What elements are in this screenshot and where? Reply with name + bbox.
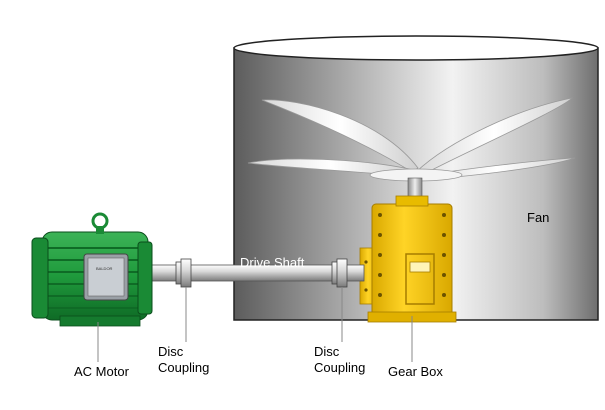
leader-lines [97,287,413,362]
drive-shaft-label: Drive Shaft [240,255,305,270]
gear-box-label: Gear Box [388,364,443,379]
disc-coupling-left-line1: Disc [158,344,184,359]
gear-box [359,195,457,323]
disc-coupling-right-line2: Coupling [314,360,366,375]
ac-motor: BALDOR [31,212,153,327]
disc-coupling-left-label: Disc Coupling [158,344,209,376]
motor-brand-label: BALDOR [96,266,113,271]
fan-label: Fan [527,210,550,225]
disc-coupling-left [175,258,192,288]
disc-coupling-right-label: Disc Coupling [314,344,365,376]
fan-blades [247,97,576,182]
disc-coupling-right [331,258,348,288]
disc-coupling-right-line1: Disc [314,344,340,359]
ac-motor-label: AC Motor [74,364,129,379]
disc-coupling-left-line2: Coupling [158,360,210,375]
